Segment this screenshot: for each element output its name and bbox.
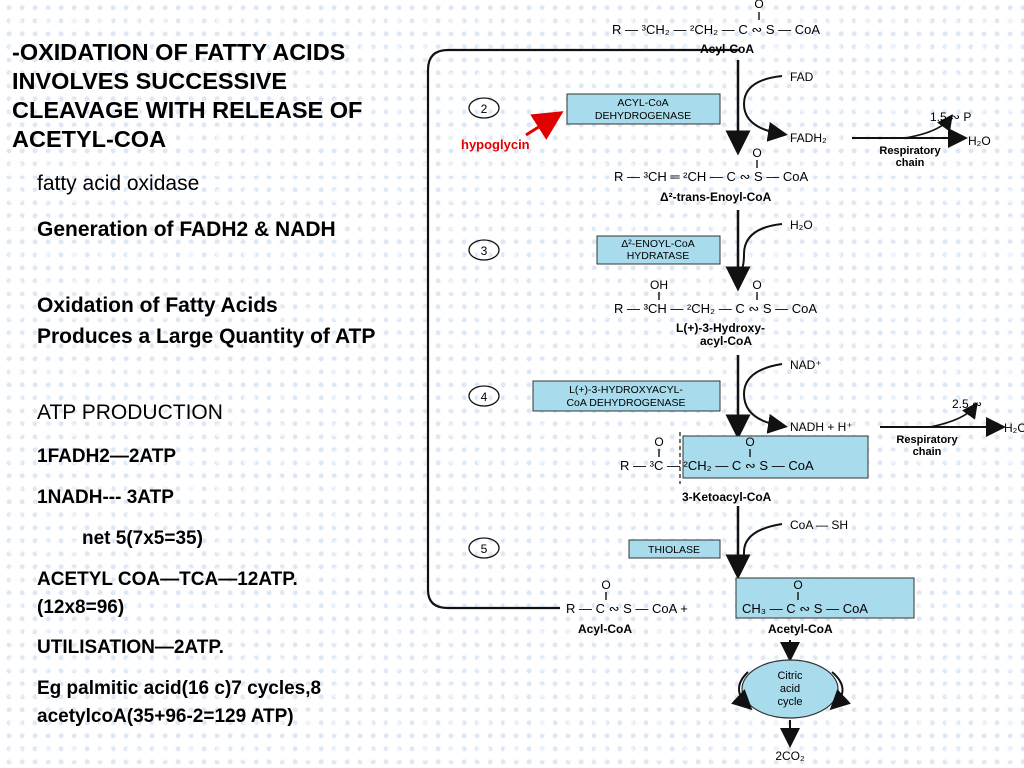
acetyl-coa-highlight: [735, 577, 915, 619]
point-palmitic-acid-example: Eg palmitic acid(16 c)7 cycles,8 acetylc…: [37, 678, 322, 727]
point-utilisation: UTILISATION—2ATP.: [37, 637, 224, 658]
product-o-2: O: [793, 578, 802, 592]
enzyme-thiolase: [628, 539, 721, 559]
acetyl-coa-product-formula: CH₃ — C ∾ S — CoA: [742, 601, 868, 616]
enzyme-4-line2: CoA DEHYDROGENASE: [566, 397, 685, 409]
point-atp-production: ATP PRODUCTION: [37, 401, 223, 424]
nadh-label: NADH + H⁺: [790, 420, 853, 434]
water-out-1: H₂O: [968, 134, 991, 148]
respiratory-chain-label-2a: Respiratory: [896, 434, 958, 446]
step-4-number: 4: [481, 390, 488, 404]
cycle-label-1: Citric: [777, 670, 803, 682]
cycle-arrow-left: [730, 671, 753, 711]
enoyl-coa-label: Δ²-trans-Enoyl-CoA: [660, 190, 772, 204]
respiratory-chain-label-1a: Respiratory: [879, 145, 941, 157]
hydroxyacyl-coa-label-2: acyl-CoA: [700, 334, 752, 348]
atp-branch-arrow-1: [904, 114, 953, 139]
step-4-marker: [468, 385, 500, 407]
acyl-coa-product-formula: R — C ∾ S — CoA +: [566, 601, 688, 616]
step-3-marker: [468, 239, 500, 261]
ketoacyl-coa-label: 3-Ketoacyl-CoA: [682, 490, 772, 504]
cycle-return-arrow: [426, 48, 740, 610]
acetyl-moiety-highlight: [682, 435, 869, 479]
cycle-label-3: cycle: [777, 696, 802, 708]
water-in-curve: [739, 223, 783, 273]
enzyme-5-label: THIOLASE: [648, 544, 700, 556]
enzyme-acyl-coa-dehydrogenase: [566, 93, 721, 125]
cycle-label-2: acid: [780, 683, 800, 695]
coash-curve: [739, 523, 783, 569]
point-fadh2-atp: 1FADH2—2ATP: [37, 446, 177, 467]
fad-label: FAD: [790, 70, 814, 84]
atp-yield-25: 2.5 ∾: [952, 397, 982, 411]
product-o-1: O: [601, 578, 610, 592]
point-net-atp: net 5(7x5=35): [82, 528, 203, 549]
water-in-label: H₂O: [790, 218, 813, 232]
point-large-quantity-atp: Oxidation of Fatty Acids Produces a Larg…: [37, 294, 376, 348]
atp-yield-15: 1.5 ∾ P: [930, 110, 971, 124]
step-5-number: 5: [481, 542, 488, 556]
ketoacyl-coa-formula: R — ³C — ²CH₂ — C ∾ S — CoA: [620, 458, 814, 473]
step-2-number: 2: [481, 102, 488, 116]
citric-acid-cycle: [741, 659, 839, 719]
co2-label: 2CO₂: [775, 749, 805, 763]
acetyl-coa-product-label: Acetyl-CoA: [768, 622, 833, 636]
fadh2-label: FADH₂: [790, 131, 827, 145]
nad-curve-arrow: [742, 363, 788, 434]
point-generation-fadh2-nadh: Generation of FADH2 & NADH: [37, 218, 336, 241]
hypoglycin-inhibition-arrow: [525, 111, 564, 140]
respiratory-chain-label-1b: chain: [896, 157, 925, 169]
enzyme-2-line2: DEHYDROGENASE: [595, 110, 691, 122]
acyl-coa-product-label: Acyl-CoA: [578, 622, 632, 636]
point-nadh-atp: 1NADH--- 3ATP: [37, 487, 174, 508]
enzyme-3-line1: Δ²-ENOYL-CoA: [621, 238, 695, 250]
point-fatty-acid-oxidase: fatty acid oxidase: [37, 172, 200, 195]
carbonyl-o-hydroxy: O: [752, 278, 761, 292]
fad-curve-arrow: [742, 75, 788, 142]
carbonyl-o-top: O: [754, 0, 763, 11]
enoyl-coa-formula: R — ³CH ═ ²CH — C ∾ S — CoA: [614, 169, 808, 184]
slide-heading: -OXIDATION OF FATTY ACIDS INVOLVES SUCCE…: [12, 39, 363, 152]
enzyme-4-line1: L(+)-3-HYDROXYACYL-: [569, 384, 683, 396]
hydroxyacyl-coa-formula: R — ³CH — ²CH₂ — C ∾ S — CoA: [614, 301, 817, 316]
acyl-coa-top-formula: R — ³CH₂ — ²CH₂ — C ∾ S — CoA: [612, 22, 820, 37]
hydroxyacyl-coa-label-1: L(+)-3-Hydroxy-: [676, 321, 765, 335]
hydroxyl-label: OH: [650, 278, 668, 292]
step-3-number: 3: [481, 244, 488, 258]
keto-o-1: O: [654, 435, 663, 449]
acyl-coa-top-label: Acyl-CoA: [700, 42, 754, 56]
keto-o-2: O: [745, 435, 754, 449]
point-acetyl-coa-tca: ACETYL COA—TCA—12ATP.(12x8=96): [37, 569, 298, 618]
enzyme-2-line1: ACYL-CoA: [617, 97, 668, 109]
respiratory-chain-label-2b: chain: [913, 446, 942, 458]
cycle-arrow-right: [829, 671, 852, 711]
enzyme-hydroxyacyl-coa-dehydrogenase: [532, 380, 721, 412]
step-5-marker: [468, 537, 500, 559]
step-2-marker: [468, 97, 500, 119]
coash-label: CoA — SH: [790, 518, 848, 532]
enzyme-enoyl-coa-hydratase: [596, 235, 721, 265]
water-out-2: H₂O: [1004, 421, 1024, 435]
hypoglycin-label: hypoglycin: [461, 137, 530, 152]
atp-branch-arrow-2: [929, 402, 978, 428]
carbonyl-o-enoyl: O: [752, 146, 761, 160]
enzyme-3-line2: HYDRATASE: [627, 250, 690, 262]
text-panel: -OXIDATION OF FATTY ACIDS INVOLVES SUCCE…: [0, 0, 410, 768]
nad-label: NAD⁺: [790, 358, 822, 372]
